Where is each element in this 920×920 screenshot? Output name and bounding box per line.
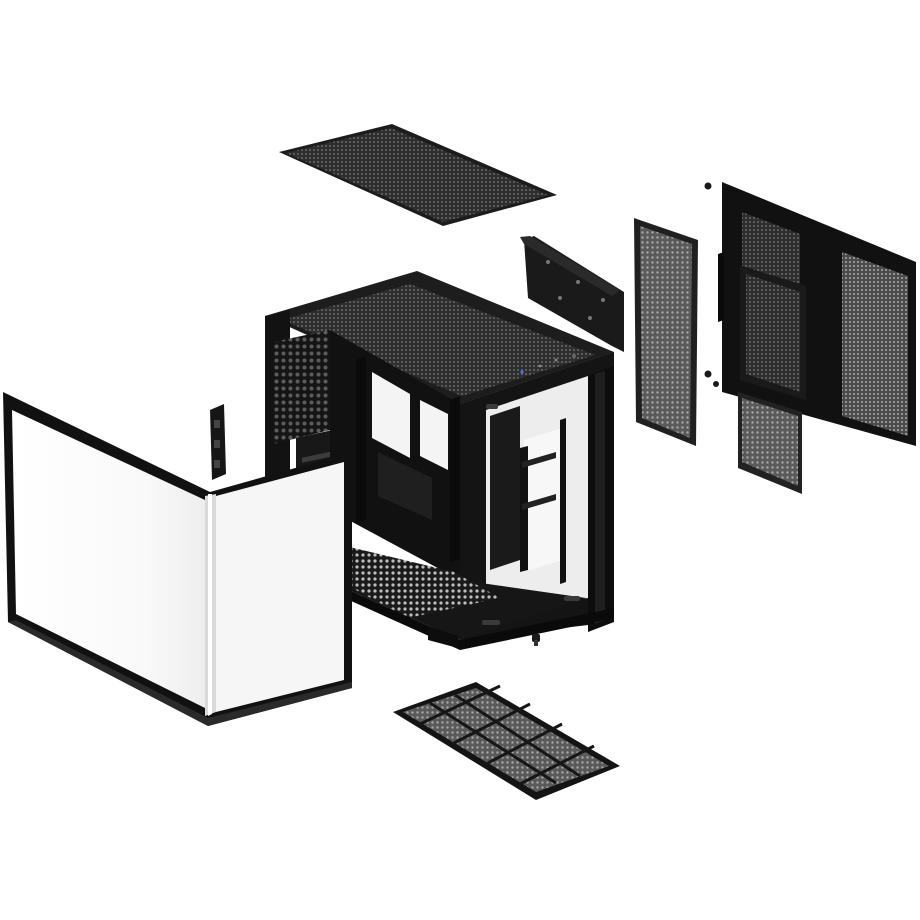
right-side-panel (704, 182, 916, 494)
side-mesh-filter (634, 218, 698, 446)
thumbscrew (532, 634, 540, 646)
tempered-glass-side-panel (3, 392, 352, 726)
pcie-bracket (210, 404, 226, 480)
bottom-dust-filter (393, 682, 620, 800)
gpu-vertical-bracket (520, 236, 624, 352)
main-chassis (265, 271, 614, 650)
top-dust-filter (279, 124, 557, 226)
